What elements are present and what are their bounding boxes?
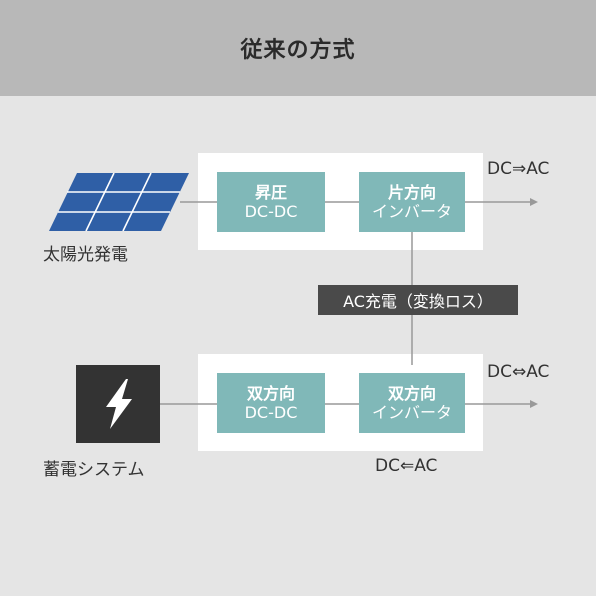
- bidirectional-dcdc-line1: 双方向: [246, 383, 295, 403]
- one-way-inverter-line1: 片方向: [387, 182, 436, 202]
- bidirectional-dcdc-line2: DC-DC: [244, 403, 298, 422]
- header-bar: 従来の方式: [0, 0, 596, 96]
- boost-line2: DC-DC: [244, 202, 298, 221]
- bidirectional-dcdc-block: 双方向 DC-DC: [217, 373, 325, 433]
- bidirectional-inverter-line2: インバータ: [371, 403, 452, 422]
- dc-ac-bidirectional-label: DC⇔AC: [487, 362, 550, 382]
- ac-charge-badge: AC充電（変換ロス）: [318, 285, 518, 315]
- bidirectional-inverter-block: 双方向 インバータ: [359, 373, 465, 433]
- solar-panel-icon: [49, 173, 189, 231]
- battery-box: [76, 365, 160, 443]
- ac-to-dc-label: DC⇐AC: [375, 456, 438, 476]
- one-way-inverter-block: 片方向 インバータ: [359, 172, 465, 232]
- arrowhead-bottom: [530, 400, 538, 408]
- dc-to-ac-label: DC⇒AC: [487, 159, 550, 179]
- boost-dcdc-block: 昇圧 DC-DC: [217, 172, 325, 232]
- arrowhead-top: [530, 198, 538, 206]
- one-way-inverter-line2: インバータ: [371, 202, 452, 221]
- lightning-bolt-icon: [106, 379, 132, 429]
- page-title: 従来の方式: [240, 38, 356, 63]
- bidirectional-inverter-line1: 双方向: [387, 383, 436, 403]
- battery-label: 蓄電システム: [43, 460, 145, 480]
- solar-label: 太陽光発電: [43, 245, 128, 265]
- boost-line1: 昇圧: [254, 182, 287, 202]
